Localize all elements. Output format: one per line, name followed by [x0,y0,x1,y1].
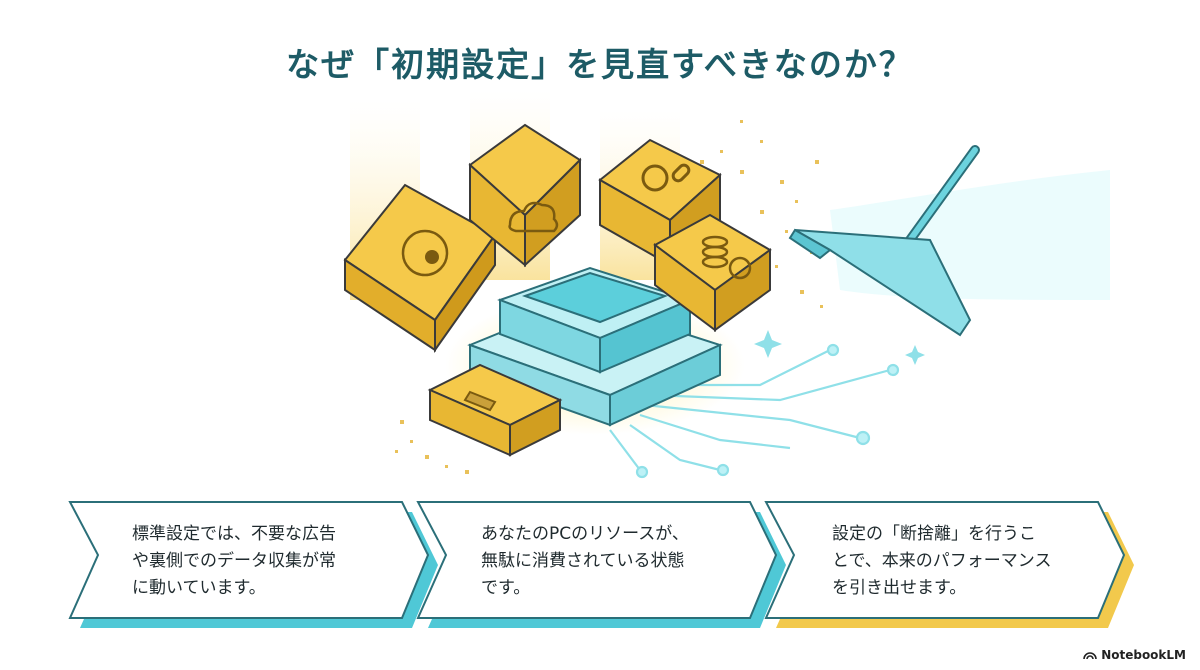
brand-label: NotebookLM [1101,648,1186,662]
notebooklm-logo-icon [1083,652,1097,660]
step-text-1: 標準設定では、不要な広告 や裏側でのデータ収集が常 に動いています。 [132,524,336,598]
tile-wrench [427,363,563,457]
tile-coins [653,213,772,332]
sparkle-icon [754,330,925,365]
notebooklm-branding: NotebookLM [1083,648,1186,662]
step-text-3: 設定の「断捨離」を行うこ とで、本来のパフォーマンス を引き出せます。 [832,524,1052,598]
wrench-icon [463,390,497,412]
step-card-1 [68,501,438,628]
hero-illustration [343,90,1110,479]
coins-percent-icon [701,235,752,280]
processor-chip [467,266,723,427]
eye-cycle-icon [401,229,449,277]
step-card-3 [764,501,1134,628]
step-card-2 [416,501,786,628]
gear-link-icon [641,164,669,192]
page-title: なぜ「初期設定」を見直すべきなのか？ [286,45,914,84]
vacuum-cleaner-icon [788,145,1110,337]
tile-cloud [468,123,582,268]
step-text-2: あなたのPCのリソースが、 無駄に消費されている状態 です。 [481,524,689,598]
cloud-wifi-icon [508,201,559,233]
